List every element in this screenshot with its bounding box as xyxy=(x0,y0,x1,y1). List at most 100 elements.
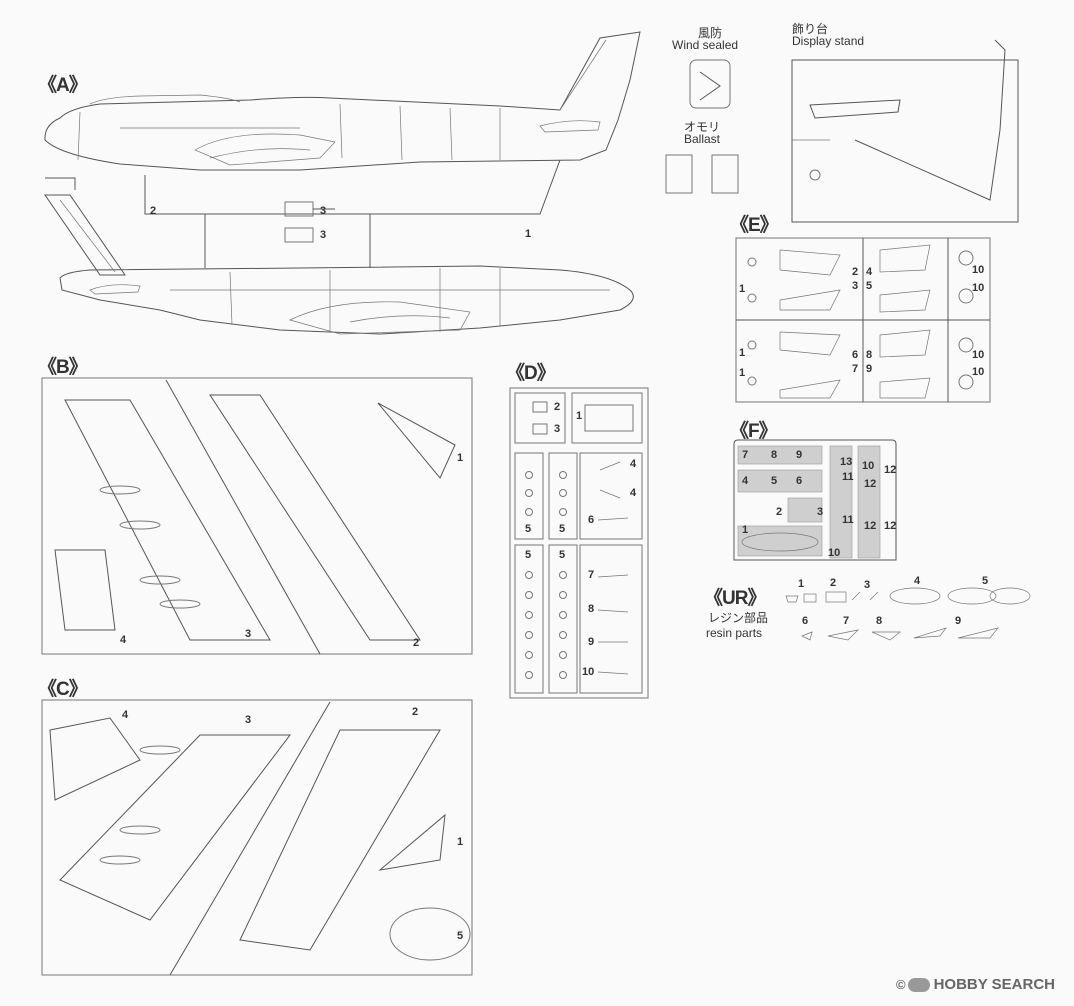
display-stand-sprue xyxy=(791,39,1019,223)
part-number: 7 xyxy=(742,449,749,461)
part-number: 4 xyxy=(914,575,921,587)
sprue-parts-d xyxy=(514,392,643,694)
part-number: 1 xyxy=(457,452,464,464)
part-number: 9 xyxy=(796,449,803,461)
ballast-parts xyxy=(665,154,739,194)
part-number: 5 xyxy=(457,930,464,942)
part-number: 3 xyxy=(245,628,252,640)
part-number: 1 xyxy=(739,367,746,379)
sprue-frame-b xyxy=(41,377,473,655)
part-number: 1 xyxy=(457,836,464,848)
part-number: 8 xyxy=(771,449,778,461)
part-number: 2 xyxy=(412,706,419,718)
part-number: 5 xyxy=(771,475,778,487)
part-number: 7 xyxy=(588,569,595,581)
display-stand-jp: 飾り台 xyxy=(792,22,829,36)
part-number: 1 xyxy=(739,283,746,295)
part-number: 4 xyxy=(630,487,637,499)
fuselage-bottom xyxy=(44,194,634,335)
part-number: 2 xyxy=(830,577,837,589)
ballast-en: Ballast xyxy=(684,132,721,146)
section-label-e: 《E》 xyxy=(730,215,779,236)
wind-sealed-en: Wind sealed xyxy=(672,38,739,52)
part-number: 9 xyxy=(588,636,595,648)
watermark: © HOBBY SEARCH xyxy=(896,976,1055,994)
part-number: 8 xyxy=(866,349,873,361)
part-number: 12 xyxy=(884,520,897,532)
section-label-a: 《A》 xyxy=(38,75,88,96)
part-number: 1 xyxy=(525,228,532,240)
sprue-frame-f xyxy=(733,439,897,561)
resin-parts-jp: レジン部品 xyxy=(708,611,769,625)
resin-parts-en: resin parts xyxy=(706,626,763,640)
part-number: 6 xyxy=(796,475,803,487)
sprue-frame-c xyxy=(41,699,473,976)
part-number: 3 xyxy=(245,714,252,726)
display-stand-en: Display stand xyxy=(792,34,865,48)
part-number: 5 xyxy=(525,523,532,535)
part-number: 8 xyxy=(588,603,595,615)
part-number: 12 xyxy=(864,478,877,490)
copyright-symbol: © xyxy=(896,977,906,992)
section-label-f: 《F》 xyxy=(730,421,778,442)
part-number: 1 xyxy=(742,524,749,536)
part-number: 4 xyxy=(866,266,873,278)
part-number: 10 xyxy=(828,547,841,559)
part-number: 4 xyxy=(742,475,749,487)
part-number: 5 xyxy=(866,280,873,292)
section-label-d: 《D》 xyxy=(506,363,556,384)
section-label-ur: 《UR》 xyxy=(704,588,766,609)
part-number: 2 xyxy=(776,506,783,518)
part-number: 3 xyxy=(852,280,859,292)
part-number: 5 xyxy=(525,549,532,561)
part-number: 10 xyxy=(582,666,595,678)
part-number: 10 xyxy=(972,349,985,361)
sprue-runner-a xyxy=(45,159,561,268)
part-number: 6 xyxy=(588,514,595,526)
part-number: 4 xyxy=(122,709,129,721)
part-number: 12 xyxy=(864,520,877,532)
part-number: 2 xyxy=(150,205,157,217)
part-number: 3 xyxy=(554,423,561,435)
part-number: 1 xyxy=(576,410,583,422)
part-number: 12 xyxy=(884,464,897,476)
resin-parts-ur xyxy=(785,587,1031,641)
fuselage-top xyxy=(44,31,641,171)
part-number: 1 xyxy=(798,578,805,590)
part-number: 3 xyxy=(320,205,327,217)
sprue-frame-e xyxy=(735,237,991,403)
part-number: 10 xyxy=(972,282,985,294)
part-number: 5 xyxy=(559,523,566,535)
part-number: 6 xyxy=(802,615,809,627)
wing-parts-c xyxy=(49,701,471,976)
wing-parts-b xyxy=(54,379,456,655)
watermark-text: HOBBY SEARCH xyxy=(933,976,1055,993)
section-label-b: 《B》 xyxy=(38,357,88,378)
part-number: 3 xyxy=(817,506,824,518)
part-number: 2 xyxy=(554,401,561,413)
part-number: 4 xyxy=(120,634,127,646)
part-number: 2 xyxy=(413,637,420,649)
part-number: 7 xyxy=(843,615,850,627)
part-number: 8 xyxy=(876,615,883,627)
part-number: 2 xyxy=(852,266,859,278)
part-number: 1 xyxy=(739,347,746,359)
hobby-search-logo-icon xyxy=(907,977,930,992)
ballast-jp: オモリ xyxy=(684,120,721,134)
part-number: 5 xyxy=(982,575,989,587)
wind-sealed-jp: 風防 xyxy=(698,26,723,40)
part-number: 5 xyxy=(559,549,566,561)
part-number: 3 xyxy=(320,229,327,241)
part-number: 6 xyxy=(852,349,859,361)
part-number: 10 xyxy=(972,264,985,276)
part-number: 9 xyxy=(955,615,962,627)
part-number: 13 xyxy=(840,456,853,468)
part-number: 4 xyxy=(630,458,637,470)
sprue-frame-d xyxy=(509,387,649,699)
part-number: 11 xyxy=(842,471,854,483)
part-number: 3 xyxy=(864,579,871,591)
section-label-c: 《C》 xyxy=(38,679,88,700)
part-number: 11 xyxy=(842,514,854,526)
wind-sealed-part xyxy=(689,59,731,109)
